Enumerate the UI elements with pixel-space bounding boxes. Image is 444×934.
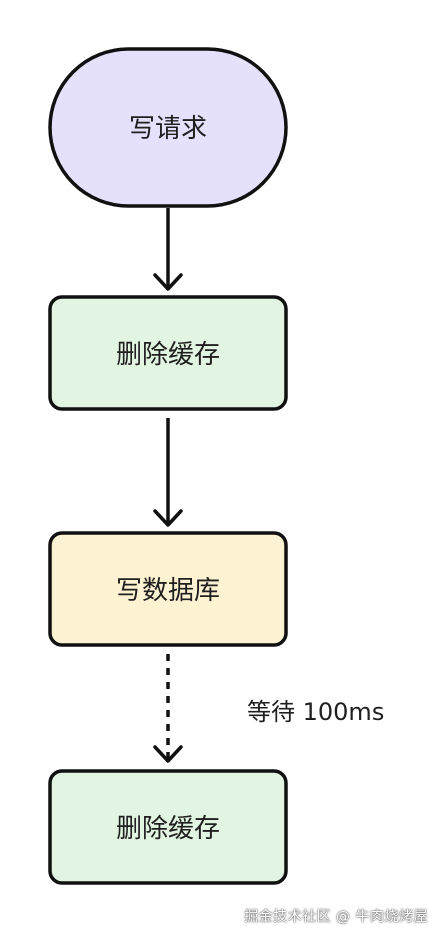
node-label-delete-cache-2: 删除缓存 — [116, 814, 220, 844]
node-write-request: 写请求 — [48, 47, 288, 208]
process-shape — [48, 295, 288, 411]
node-label-delete-cache-1: 删除缓存 — [116, 340, 220, 370]
node-delete-cache-2: 删除缓存 — [48, 769, 288, 885]
node-delete-cache-1: 删除缓存 — [48, 295, 288, 411]
node-label-write-request: 写请求 — [129, 114, 207, 144]
node-write-db: 写数据库 — [48, 531, 288, 647]
watermark: 掘金技术社区 @ 牛肉烧烤屋 — [244, 909, 428, 925]
edge-label-wait: 等待 100ms — [247, 698, 384, 726]
terminal-shape — [48, 47, 288, 208]
process-shape — [48, 769, 288, 885]
node-label-write-db: 写数据库 — [116, 576, 220, 606]
process-shape — [48, 531, 288, 647]
